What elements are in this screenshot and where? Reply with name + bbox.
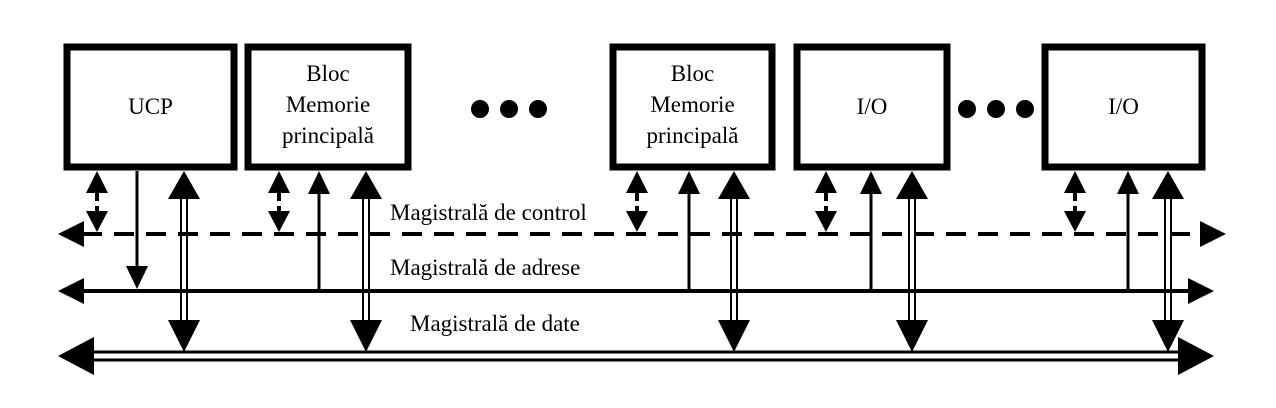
module-memory-1-line-2: Memorie bbox=[286, 92, 370, 117]
address-bus-label: Magistrală de adrese bbox=[390, 255, 580, 280]
data-connector-ucp bbox=[168, 171, 200, 352]
ellipsis-dot bbox=[500, 100, 518, 118]
data-bus-right-arrowhead bbox=[1178, 337, 1214, 375]
module-io-2-label: I/O bbox=[1108, 94, 1139, 119]
ellipsis-dot bbox=[529, 100, 547, 118]
data-bus-label: Magistrală de date bbox=[410, 311, 580, 336]
address-connector-memory-2 bbox=[678, 171, 700, 290]
module-memory-2: Bloc Memorie principală bbox=[609, 43, 776, 171]
module-io-1: I/O bbox=[793, 43, 951, 171]
ellipsis-dot bbox=[471, 100, 489, 118]
address-connector-io-2 bbox=[1117, 171, 1139, 290]
ellipsis-dot bbox=[958, 100, 976, 118]
module-memory-2-box bbox=[609, 43, 776, 171]
data-bus: Magistrală de date bbox=[58, 311, 1214, 375]
module-memory-2-line-3: principală bbox=[647, 123, 739, 148]
address-connector-ucp bbox=[126, 171, 148, 289]
address-bus: Magistrală de adrese bbox=[58, 255, 1214, 304]
address-bus-left-arrowhead bbox=[58, 278, 84, 304]
module-ucp: UCP bbox=[63, 43, 238, 171]
module-ucp-label: UCP bbox=[128, 94, 173, 119]
control-connector-memory-2 bbox=[626, 171, 648, 232]
module-io-1-box bbox=[793, 43, 951, 171]
control-connector-io-1 bbox=[815, 171, 837, 232]
ellipsis-memory-blocks bbox=[471, 100, 547, 118]
control-connector-ucp bbox=[86, 171, 108, 232]
data-connector-memory-1 bbox=[350, 171, 382, 352]
module-memory-1: Bloc Memorie principală bbox=[244, 43, 412, 171]
address-bus-right-arrowhead bbox=[1188, 278, 1214, 304]
module-memory-2-line-2: Memorie bbox=[650, 92, 734, 117]
control-bus: Magistrală de control bbox=[58, 200, 1226, 247]
module-memory-1-line-1: Bloc bbox=[306, 61, 349, 86]
control-connector-memory-1 bbox=[268, 171, 290, 232]
address-connector-io-1 bbox=[860, 171, 882, 290]
ellipsis-dot bbox=[987, 100, 1005, 118]
module-memory-2-line-1: Bloc bbox=[671, 61, 714, 86]
module-io-1-label: I/O bbox=[857, 94, 888, 119]
module-io-2-box bbox=[1041, 43, 1206, 171]
control-connectors bbox=[86, 171, 1086, 232]
control-bus-right-arrowhead bbox=[1200, 221, 1226, 247]
address-connector-memory-1 bbox=[308, 171, 330, 290]
module-ucp-box bbox=[63, 43, 238, 171]
data-connector-io-1 bbox=[896, 171, 928, 352]
data-connector-memory-2 bbox=[718, 171, 750, 352]
data-connectors bbox=[168, 171, 1184, 352]
control-connector-io-2 bbox=[1064, 171, 1086, 232]
module-memory-1-box bbox=[244, 43, 412, 171]
data-connector-io-2 bbox=[1152, 171, 1184, 352]
ellipsis-dot bbox=[1016, 100, 1034, 118]
data-bus-left-arrowhead bbox=[58, 337, 94, 375]
module-io-2: I/O bbox=[1041, 43, 1206, 171]
control-bus-label: Magistrală de control bbox=[390, 200, 587, 225]
address-connectors bbox=[126, 171, 1139, 290]
module-memory-1-line-3: principală bbox=[282, 123, 374, 148]
control-bus-left-arrowhead bbox=[58, 221, 84, 247]
ellipsis-io-modules bbox=[958, 100, 1034, 118]
